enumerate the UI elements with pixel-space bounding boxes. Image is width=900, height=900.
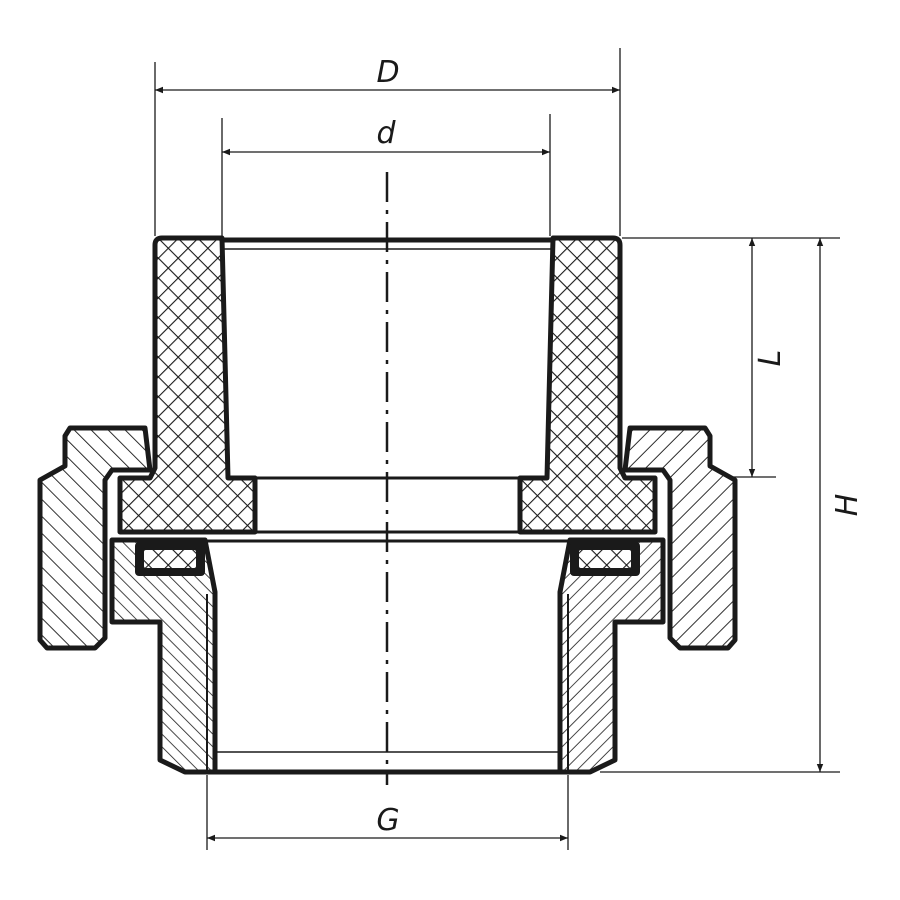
- dimension-D: D: [154, 48, 621, 236]
- label-H: H: [830, 494, 865, 517]
- label-G: G: [376, 803, 399, 838]
- label-d: d: [376, 116, 396, 151]
- dimension-G: G: [206, 775, 569, 850]
- label-L: L: [753, 350, 788, 367]
- dimension-H: H: [600, 238, 865, 773]
- right-half: [520, 238, 735, 772]
- left-half: [40, 238, 255, 772]
- dimension-d: d: [221, 114, 551, 236]
- label-D: D: [376, 55, 399, 90]
- dimension-L: L: [622, 237, 840, 478]
